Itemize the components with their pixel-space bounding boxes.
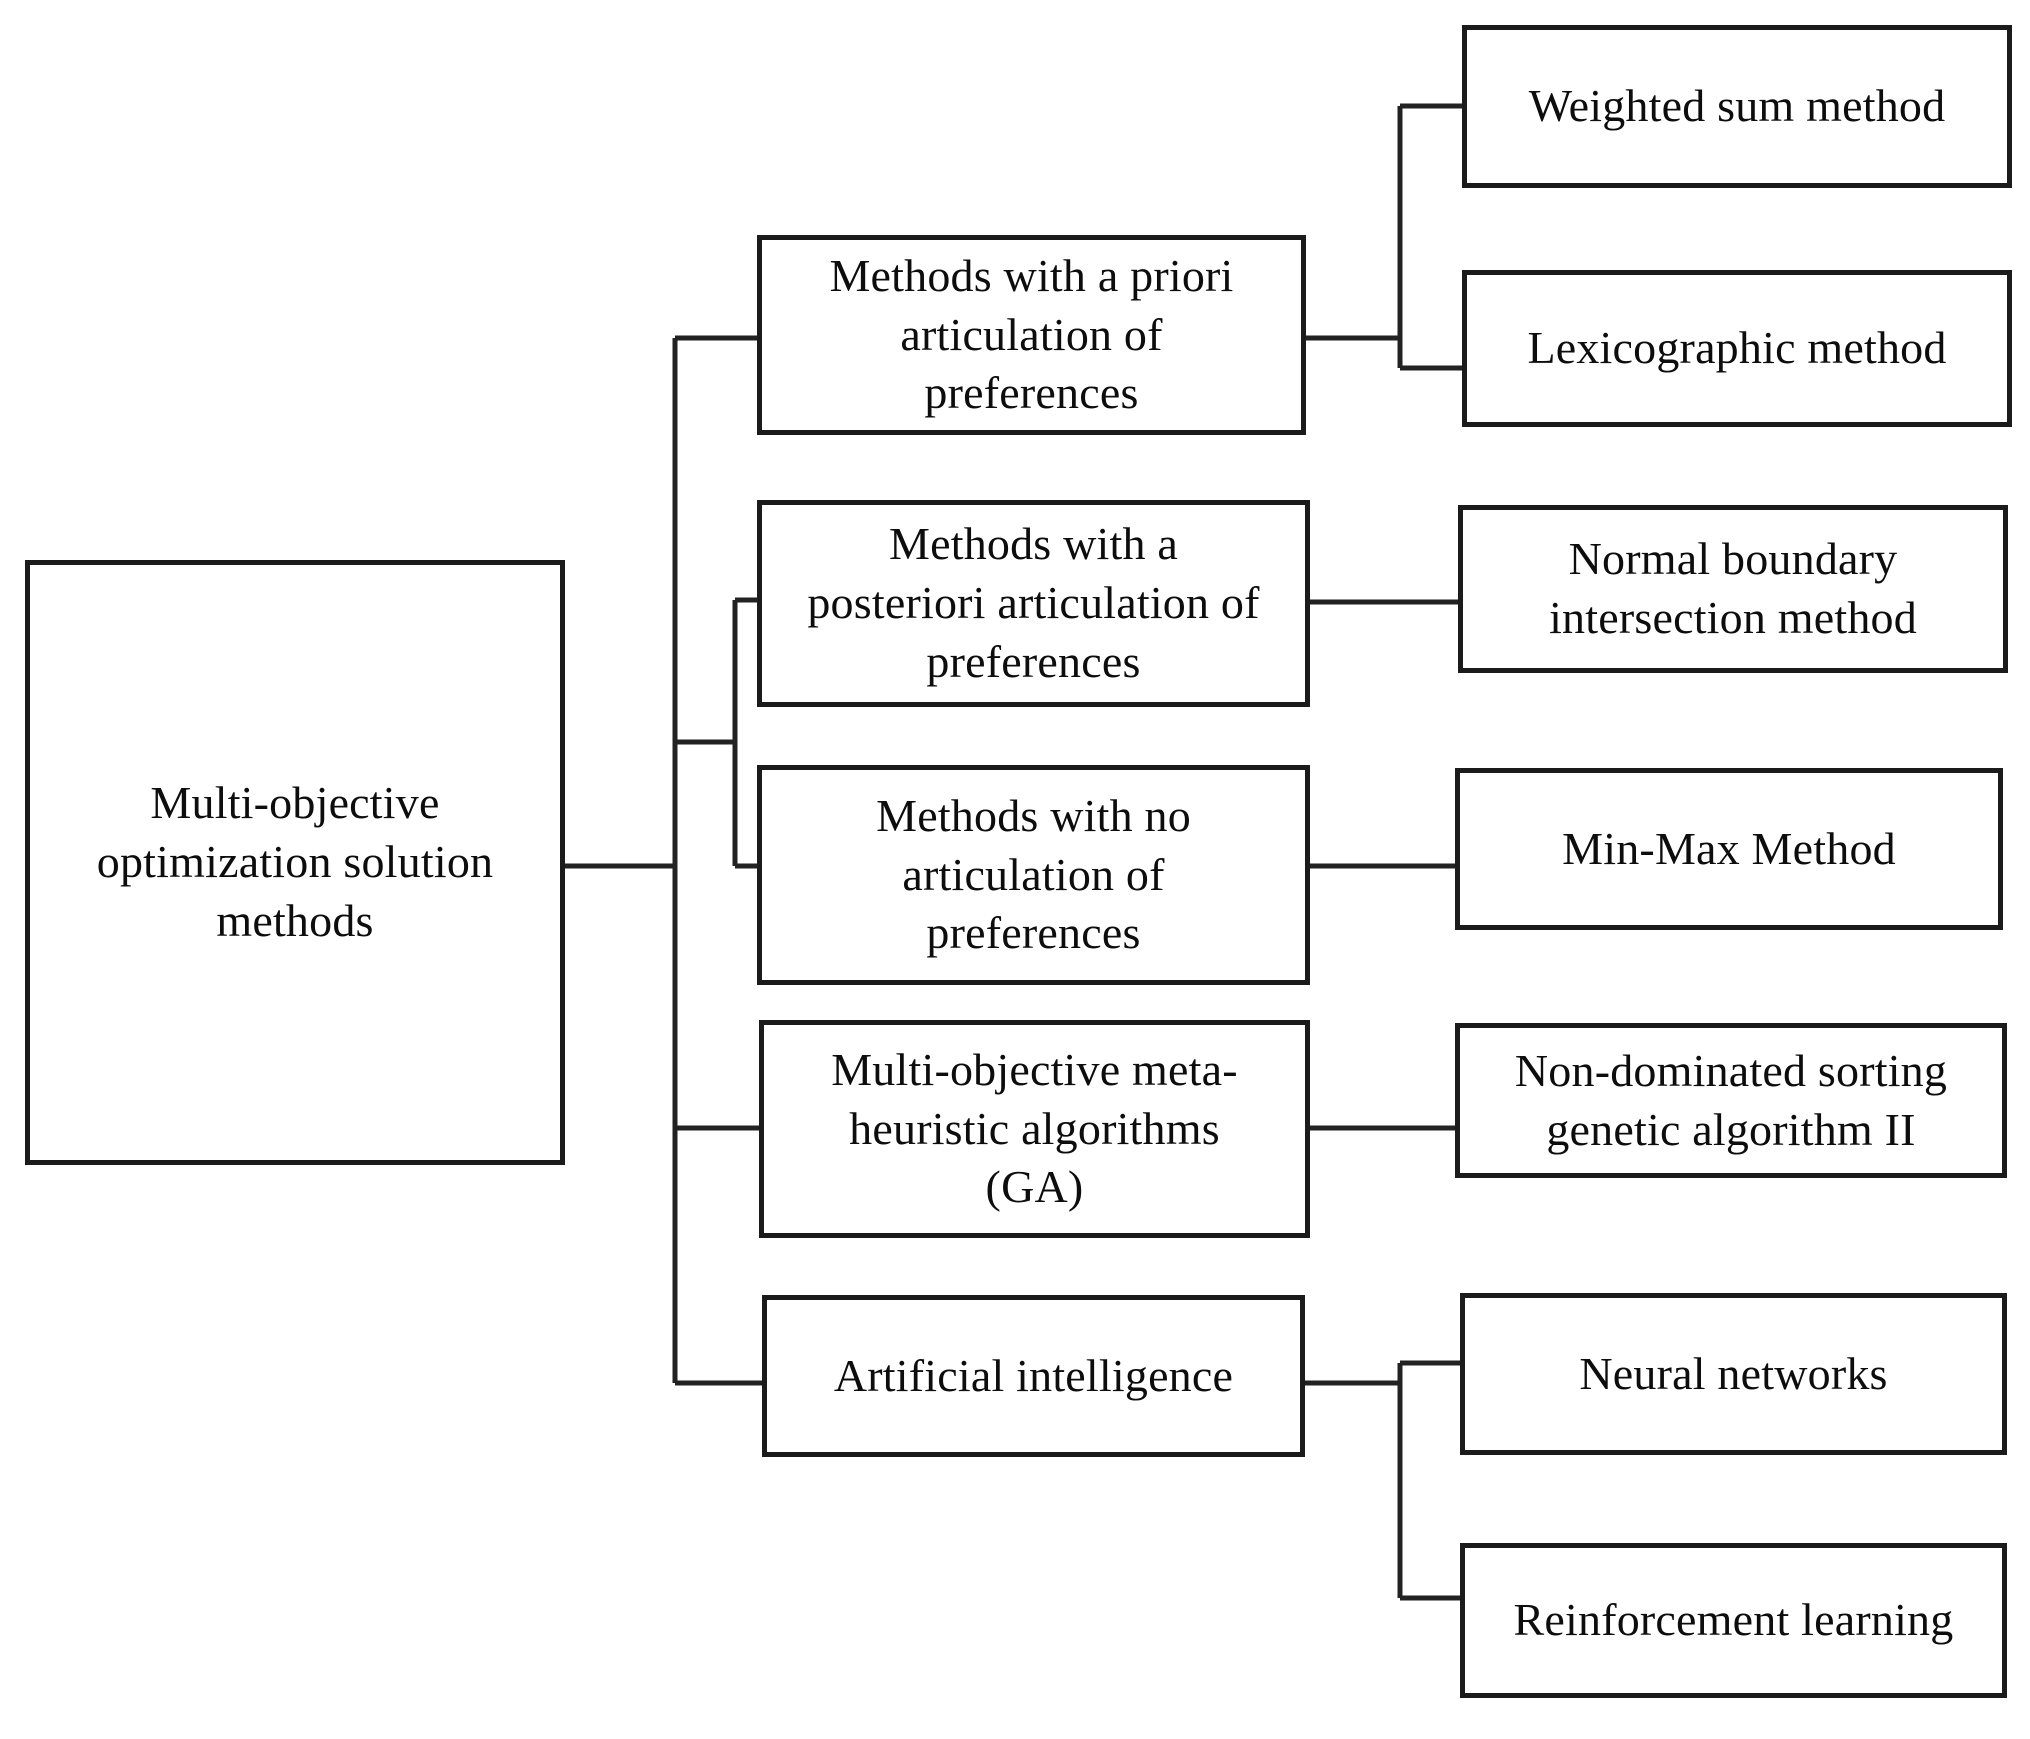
- node-line: Normal boundary: [1568, 533, 1898, 585]
- node-line: preferences: [924, 367, 1139, 419]
- node-line: Methods with a priori: [829, 249, 1234, 301]
- node-neural-networks: Neural networks: [1460, 1293, 2007, 1455]
- node-line: preferences: [926, 635, 1141, 687]
- node-line: posteriori articulation of: [807, 577, 1260, 629]
- node-metaheuristic-algorithms: Multi-objective meta- heuristic algorith…: [759, 1020, 1310, 1238]
- node-line: articulation of: [902, 848, 1165, 900]
- node-line: Weighted sum method: [1528, 80, 1946, 132]
- node-line: Min-Max Method: [1562, 822, 1896, 874]
- node-line: Artificial intelligence: [833, 1349, 1234, 1401]
- node-line: Reinforcement learning: [1513, 1594, 1954, 1646]
- node-reinforcement-learning: Reinforcement learning: [1460, 1543, 2007, 1698]
- connector-path: [565, 103, 1462, 1601]
- node-root: Multi-objective optimization solution me…: [25, 560, 565, 1165]
- node-normal-boundary-intersection: Normal boundary intersection method: [1458, 505, 2008, 673]
- node-line: Lexicographic method: [1527, 322, 1947, 374]
- node-line: heuristic algorithms: [849, 1102, 1220, 1154]
- node-root-line: optimization solution: [96, 836, 494, 888]
- node-root-line: methods: [216, 894, 374, 946]
- node-min-max-method: Min-Max Method: [1455, 768, 2003, 930]
- node-line: preferences: [926, 907, 1141, 959]
- node-nsga2: Non-dominated sorting genetic algorithm …: [1455, 1023, 2007, 1178]
- node-line: Multi-objective meta-: [831, 1043, 1238, 1095]
- node-line: Methods with no: [876, 789, 1191, 841]
- node-line: Non-dominated sorting: [1514, 1044, 1948, 1096]
- node-no-articulation-methods: Methods with no articulation of preferen…: [757, 765, 1310, 985]
- node-a-posteriori-methods: Methods with a posteriori articulation o…: [757, 500, 1310, 707]
- node-root-line: Multi-objective: [150, 777, 440, 829]
- node-line: genetic algorithm II: [1546, 1103, 1916, 1155]
- node-line: (GA): [985, 1161, 1084, 1213]
- node-line: articulation of: [900, 308, 1163, 360]
- node-artificial-intelligence: Artificial intelligence: [762, 1295, 1305, 1457]
- node-a-priori-methods: Methods with a priori articulation of pr…: [757, 235, 1306, 435]
- node-weighted-sum-method: Weighted sum method: [1462, 25, 2012, 188]
- node-line: Neural networks: [1579, 1347, 1888, 1399]
- node-lexicographic-method: Lexicographic method: [1462, 270, 2012, 427]
- node-line: Methods with a: [889, 518, 1178, 570]
- node-line: intersection method: [1549, 592, 1917, 643]
